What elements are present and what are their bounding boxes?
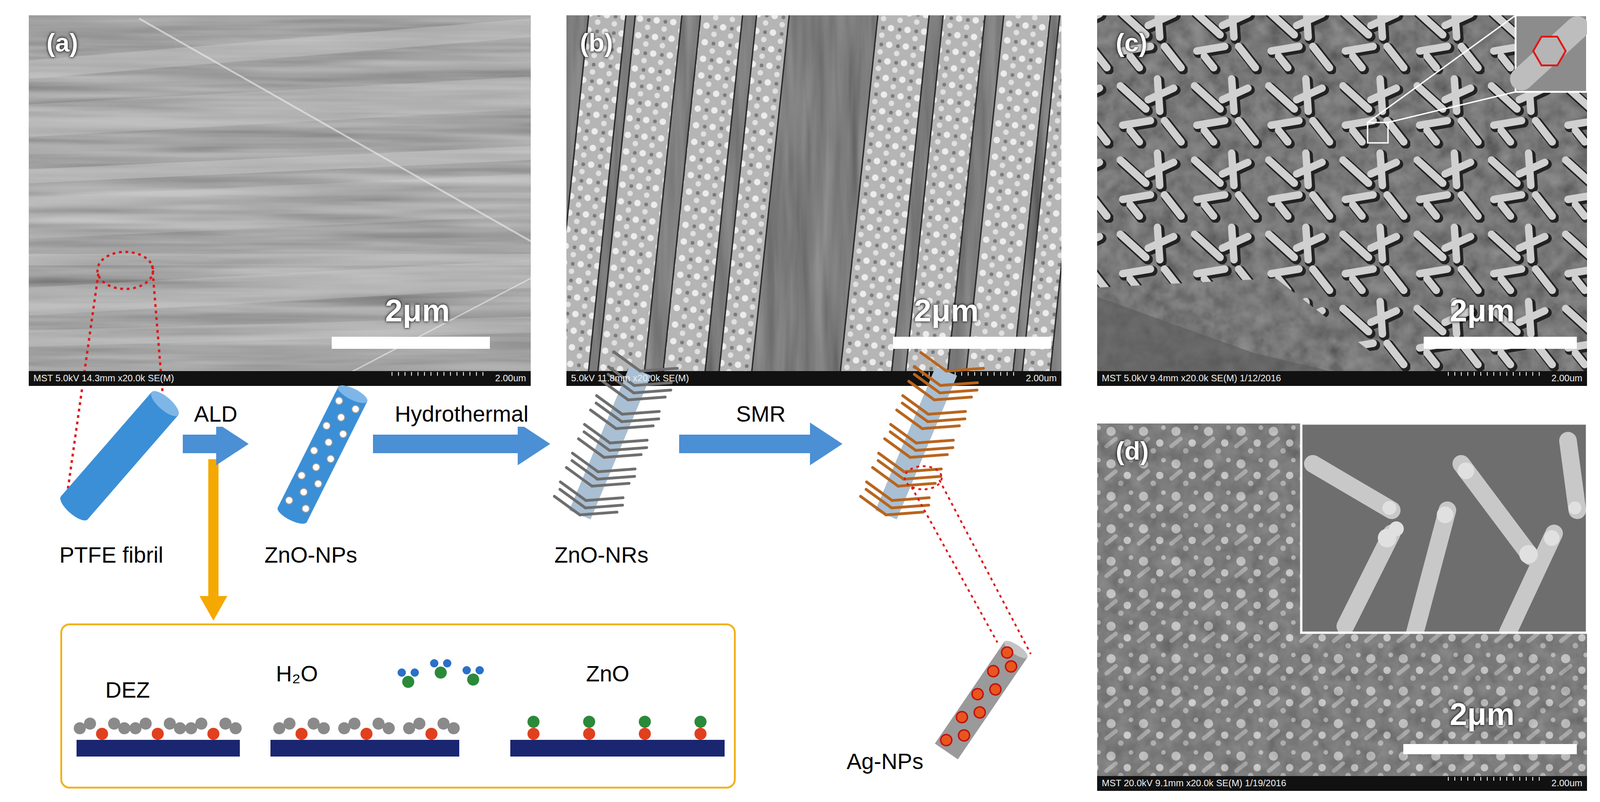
process-stage: ZnO-NRs — [552, 352, 678, 571]
sem-info: MST 20.0kV 9.1mm x20.0k SE(M) 1/19/2016 — [1101, 777, 1287, 789]
ag-nr-fibril-figure — [860, 352, 984, 515]
scale-label: 2μm — [1449, 292, 1515, 329]
zno-np-fibril-figure — [275, 381, 370, 527]
scale-bar — [1403, 744, 1577, 755]
ruler-ticks — [391, 372, 489, 376]
sem-panel-b — [566, 15, 1062, 386]
scale-value: 2.00um — [1025, 372, 1057, 384]
ald-detail-arrow — [199, 459, 228, 621]
panel-letter: (d) — [1115, 436, 1150, 466]
info-strip — [28, 371, 531, 386]
process-label: Hydrothermal — [391, 401, 532, 427]
sem-panel-c — [1097, 15, 1588, 386]
ruler-ticks — [1447, 372, 1546, 376]
ruler-ticks — [1447, 777, 1546, 781]
zoom-leader — [904, 466, 1031, 655]
stage-label: ZnO-NRs — [554, 542, 649, 568]
panel-letter: (c) — [1115, 27, 1148, 58]
ald-step-h2o — [270, 659, 484, 757]
arrow-head — [517, 422, 551, 466]
scale-value: 2.00um — [1551, 372, 1583, 384]
scale-label: 2μm — [1449, 695, 1515, 733]
arrow-shaft — [372, 434, 525, 454]
sem-info: MST 5.0kV 14.3mm x20.0k SE(M) — [33, 372, 174, 384]
inset-frame — [1301, 423, 1588, 633]
sem-panel-a — [28, 15, 531, 386]
arrow-head — [216, 422, 249, 466]
scale-value: 2.00um — [494, 372, 527, 384]
arrow-shaft — [679, 434, 817, 454]
process-stage: ZnO-NPs — [250, 380, 372, 571]
stage-label: Ag-NPs — [846, 748, 924, 775]
scale-label: 2μm — [385, 292, 450, 329]
process-arrow — [372, 422, 551, 466]
species-label: DEZ — [105, 677, 150, 703]
ald-detail-box — [61, 624, 735, 788]
info-strip — [1097, 371, 1588, 386]
sem-info: MST 5.0kV 9.4mm x20.0k SE(M) 1/12/2016 — [1101, 372, 1281, 384]
species-label: ZnO — [585, 661, 630, 687]
process-arrow — [182, 422, 249, 466]
scale-label: 2μm — [913, 292, 979, 329]
panel-letter: (b) — [579, 27, 614, 58]
stage-label: ZnO-NPs — [250, 542, 372, 568]
scale-value: 2.00um — [1551, 777, 1583, 789]
scale-bar — [1423, 336, 1577, 349]
info-strip — [1097, 776, 1588, 791]
scale-bar — [331, 336, 490, 349]
sem-info: 5.0kV 11.8mm x20.0k SE(M) — [571, 372, 689, 384]
scale-bar — [893, 336, 1052, 349]
arrow-head — [809, 422, 843, 466]
process-stage: PTFE fibril — [41, 385, 181, 571]
process-stage: Ag-NPs — [844, 352, 1035, 778]
process-arrow — [679, 422, 843, 466]
panel-letter: (a) — [46, 27, 78, 58]
ald-step-dez — [73, 717, 242, 757]
process-label: SMR — [733, 401, 789, 427]
sem-panel-d — [1097, 423, 1588, 791]
stage-label: PTFE fibril — [41, 542, 181, 568]
ald-step-zno — [510, 715, 725, 757]
ag-np-rod-zoom — [934, 637, 1030, 760]
sem-inset-d — [1301, 423, 1588, 633]
process-label: ALD — [191, 401, 240, 427]
ptfe-fibril-figure — [56, 387, 183, 525]
species-label: H₂O — [276, 661, 319, 687]
